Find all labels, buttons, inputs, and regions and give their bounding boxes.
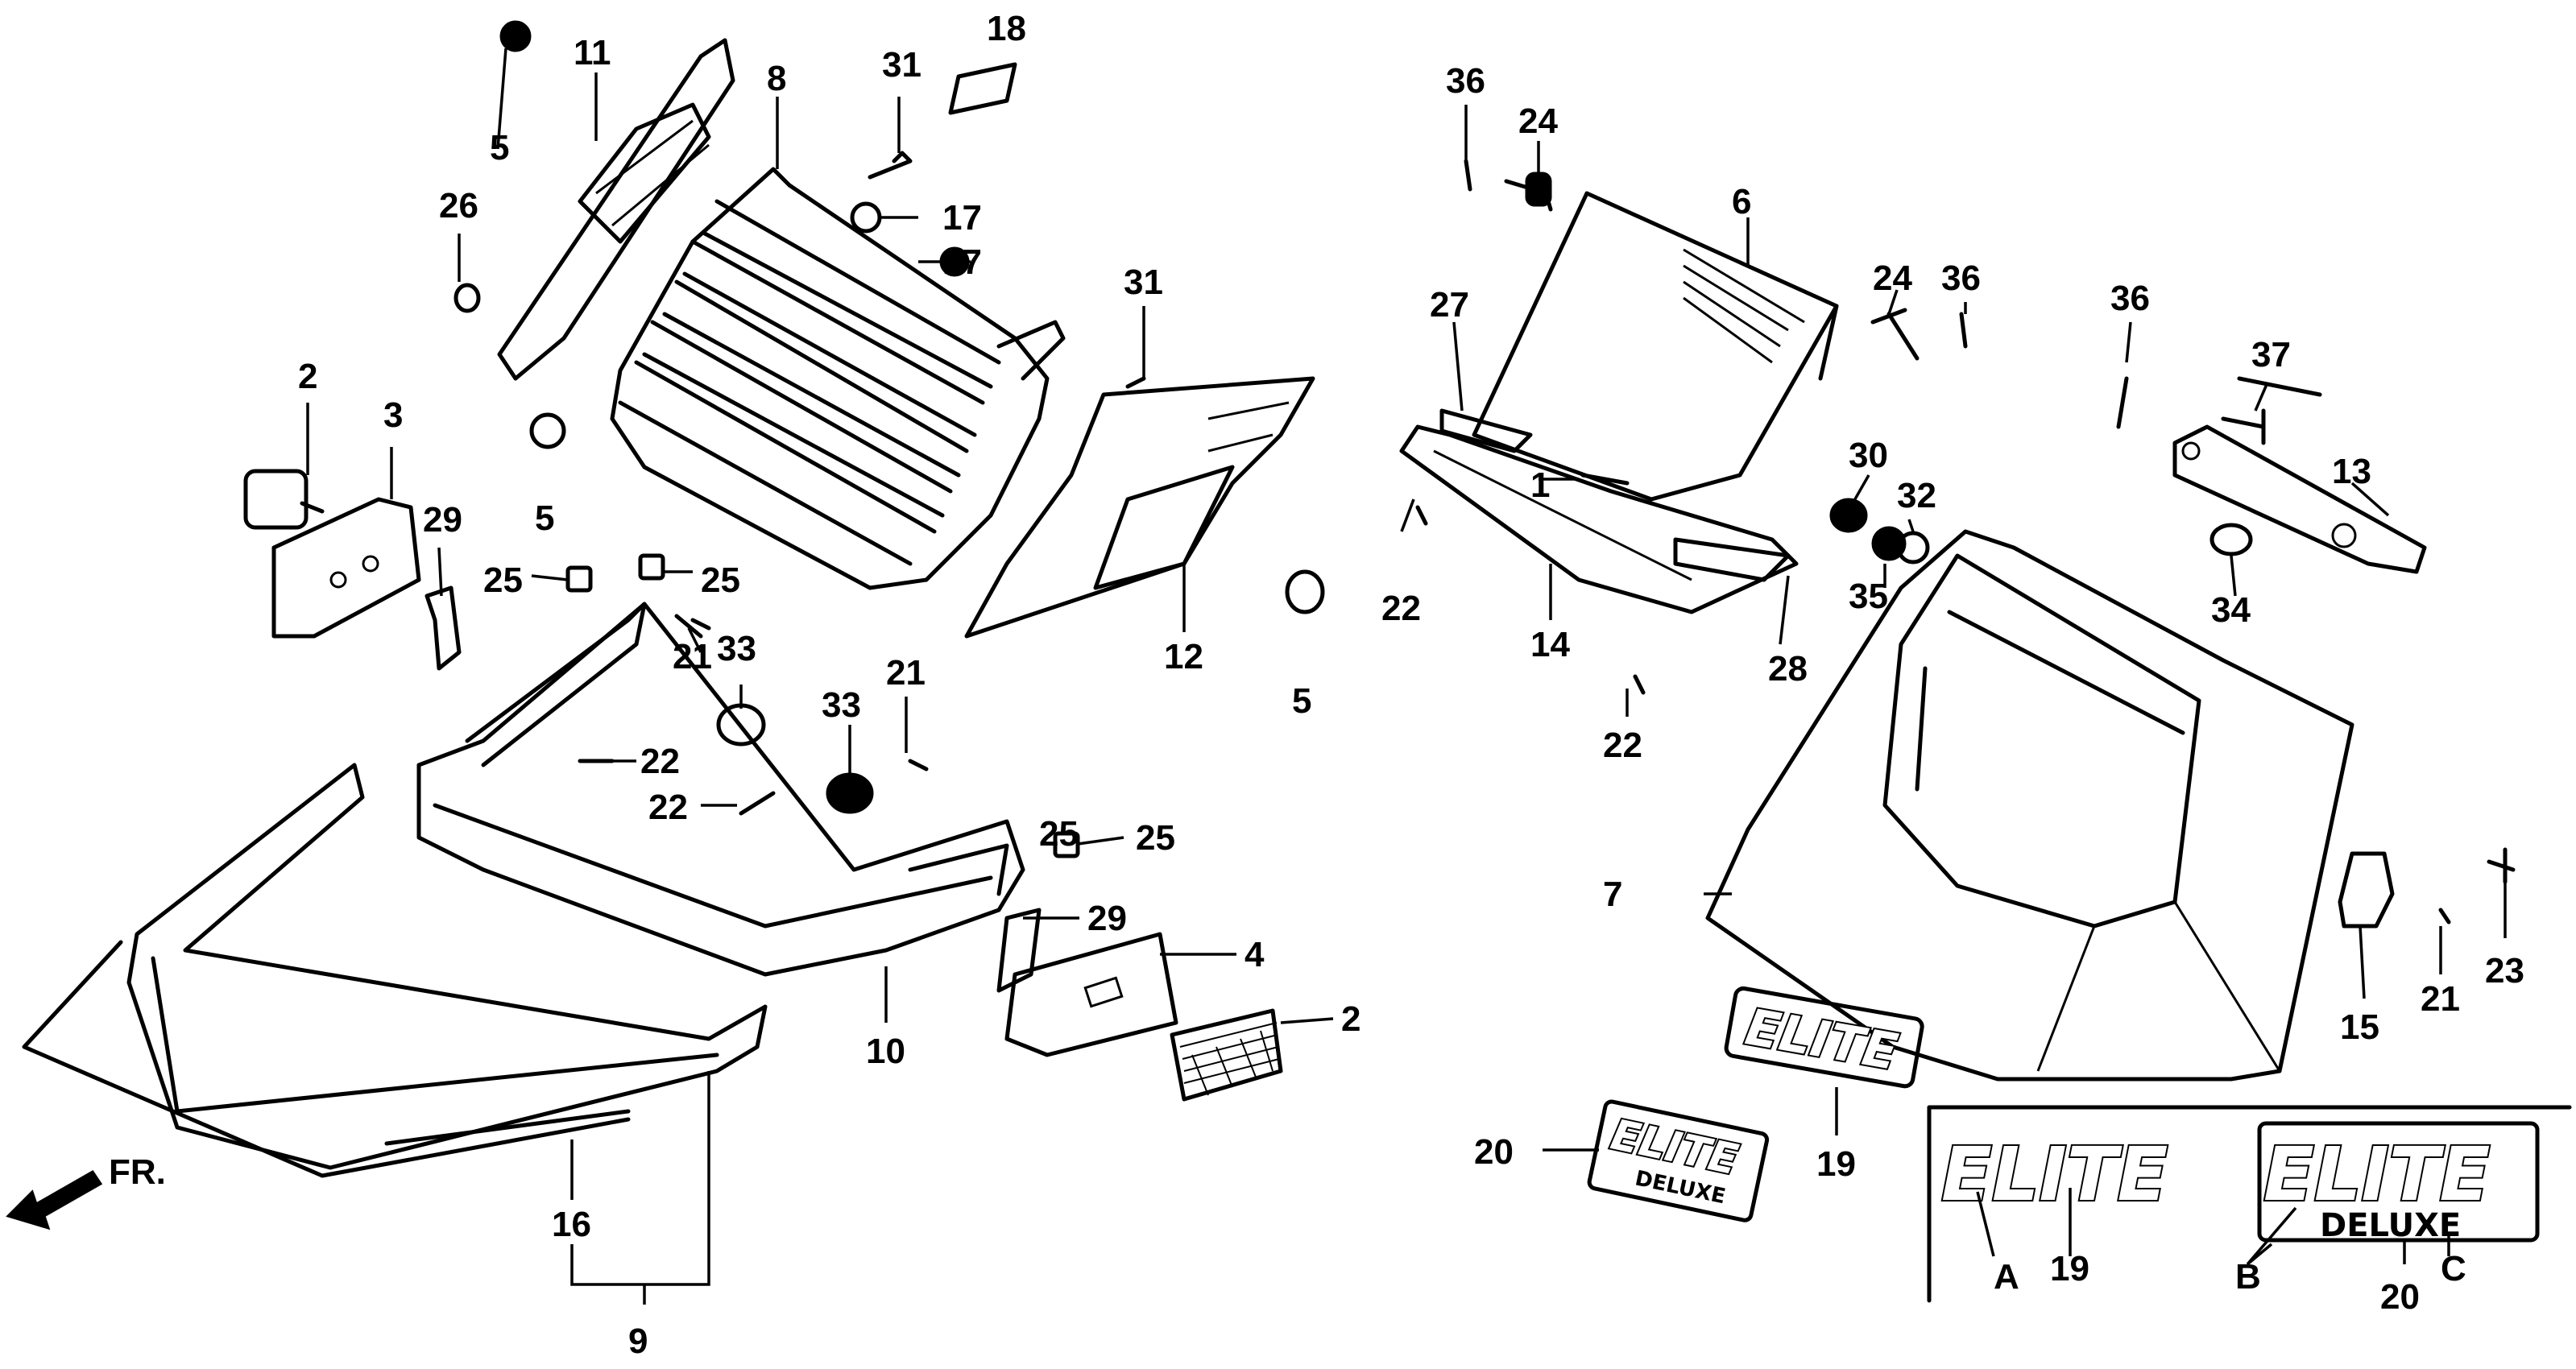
- callout-labels: 1 2 2 3 4 5 5 5 5 6 7 8 9 10 11 12 13 14…: [298, 9, 2524, 1361]
- part-10-frame: [416, 602, 1025, 977]
- callout-36: 36: [2110, 279, 2150, 318]
- callout-29: 29: [1087, 899, 1127, 938]
- callout-8: 8: [767, 59, 786, 98]
- callout-23: 23: [2485, 951, 2524, 991]
- callout-37: 37: [2251, 335, 2291, 374]
- inset-deluxe-c: DELUXE: [2320, 1207, 2461, 1244]
- emblem-inset: ELITE ELITE DELUXE A B C: [1927, 1105, 2572, 1303]
- fasteners-left: [453, 20, 1325, 858]
- callout-4: 4: [1245, 935, 1265, 974]
- emblem-19: ELITE: [1724, 986, 1924, 1089]
- callout-33: 33: [717, 629, 756, 668]
- callout-31: 31: [882, 45, 921, 85]
- callout-19: 19: [2050, 1249, 2089, 1288]
- callout-17: 17: [942, 198, 982, 238]
- callout-31: 31: [1124, 263, 1163, 302]
- part-14-trim: [1399, 424, 1799, 614]
- inset-letter-a: A: [1994, 1257, 2019, 1297]
- part-3-bracket: [271, 497, 421, 639]
- callout-15: 15: [2340, 1007, 2379, 1047]
- part-9-outer-frame: [22, 763, 768, 1178]
- part-13-bracket: [2172, 424, 2427, 574]
- callout-2: 2: [298, 357, 317, 396]
- fasteners-right: [1415, 159, 2516, 924]
- callout-24: 24: [1518, 101, 1558, 141]
- callout-14: 14: [1530, 625, 1570, 664]
- callout-24: 24: [1873, 258, 1912, 298]
- callout-35: 35: [1849, 577, 1888, 616]
- callout-5: 5: [535, 498, 554, 538]
- callout-25: 25: [1039, 814, 1079, 854]
- callout-18: 18: [987, 9, 1026, 48]
- part-29-left: [425, 585, 462, 671]
- front-arrow-label: FR.: [109, 1152, 166, 1192]
- front-arrow: FR.: [6, 1152, 166, 1230]
- callout-22: 22: [648, 788, 688, 827]
- callout-21: 21: [2421, 979, 2460, 1019]
- callout-21: 21: [673, 637, 712, 676]
- part-8-grille: [610, 167, 1066, 590]
- callout-36: 36: [1446, 61, 1485, 101]
- part-28: [1673, 537, 1791, 582]
- callout-33: 33: [822, 685, 861, 725]
- callout-6: 6: [1732, 182, 1751, 221]
- callout-1: 1: [1530, 465, 1550, 505]
- part-12-panel: [964, 376, 1315, 639]
- part-29-lower: [996, 908, 1042, 993]
- callout-3: 3: [383, 395, 403, 435]
- callout-34: 34: [2211, 590, 2251, 630]
- callout-25: 25: [1136, 818, 1175, 858]
- callout-26: 26: [439, 186, 478, 225]
- inset-elite-b: ELITE: [2263, 1131, 2490, 1218]
- callout-12: 12: [1164, 637, 1203, 676]
- callout-22: 22: [640, 742, 680, 781]
- callout-10: 10: [866, 1032, 905, 1071]
- part-6-windscreen: [1472, 191, 1839, 502]
- callout-17: 17: [942, 242, 982, 282]
- callout-36: 36: [1941, 258, 1981, 298]
- callout-21: 21: [886, 653, 926, 693]
- leader-lines: [306, 48, 2507, 1305]
- callout-27: 27: [1430, 285, 1469, 325]
- part-2-reflector-lower: [1170, 1008, 1283, 1102]
- callout-22: 22: [1381, 589, 1421, 628]
- callout-2: 2: [1341, 999, 1360, 1039]
- callout-9: 9: [628, 1321, 648, 1361]
- callout-16: 16: [552, 1205, 591, 1244]
- emblem-19-text: ELITE: [1741, 997, 1902, 1082]
- part-15: [2338, 851, 2395, 929]
- part-4-bracket: [1004, 932, 1178, 1057]
- callout-32: 32: [1897, 476, 1936, 515]
- part-2-reflector-upper: [243, 469, 325, 530]
- inset-elite-a: ELITE: [1941, 1131, 2168, 1218]
- part-7-front-cover: [1705, 529, 2354, 1082]
- emblem-20: ELITE DELUXE: [1587, 1099, 1770, 1222]
- callout-19: 19: [1816, 1144, 1856, 1184]
- callout-28: 28: [1768, 649, 1808, 689]
- callout-11: 11: [574, 33, 611, 72]
- callout-5: 5: [490, 128, 509, 168]
- callout-5: 5: [1292, 681, 1311, 721]
- callout-25: 25: [483, 560, 523, 600]
- callout-29: 29: [423, 500, 462, 540]
- callout-20: 20: [2380, 1277, 2420, 1317]
- callout-20: 20: [1474, 1132, 1514, 1172]
- callout-30: 30: [1849, 436, 1888, 475]
- callout-7: 7: [1603, 875, 1622, 914]
- callout-22: 22: [1603, 726, 1642, 765]
- callout-13: 13: [2332, 452, 2371, 491]
- inset-letter-c: C: [2441, 1249, 2466, 1288]
- part-11-bracket: [497, 38, 735, 381]
- part-27: [1439, 408, 1533, 453]
- callout-25: 25: [701, 560, 740, 600]
